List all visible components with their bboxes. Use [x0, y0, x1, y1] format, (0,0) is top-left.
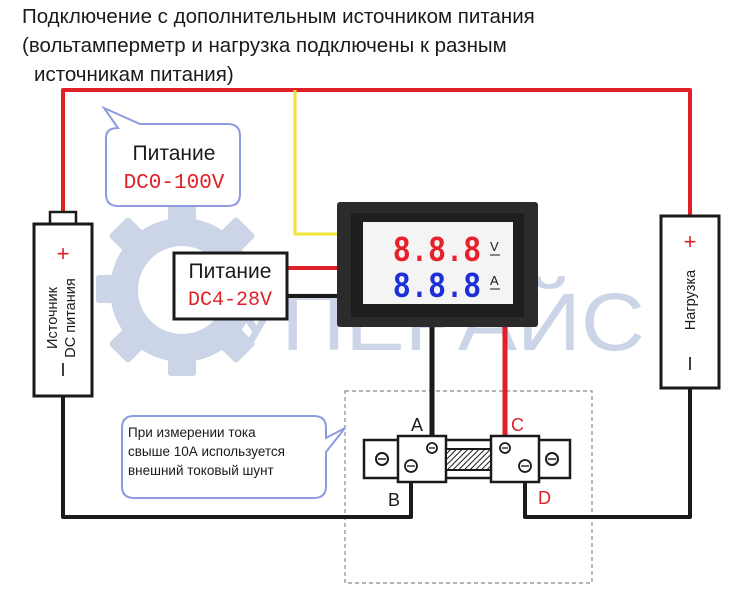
terminal-label-d: D [538, 488, 551, 508]
shunt-zone-outline [344, 390, 593, 584]
shunt-note-callout: При измерении тока свыше 10А используетс… [121, 415, 346, 499]
title-line-1: Подключение с дополнительным источником … [22, 5, 535, 28]
shunt-note-line-3: внешний токовый шунт [128, 463, 274, 478]
terminal-label-b: B [388, 490, 400, 510]
aux-power-box: Питание DC4-28V [172, 251, 289, 321]
load-label: Нагрузка [683, 269, 699, 330]
aux-power-frame [172, 251, 289, 321]
source-plus-sign: + [57, 241, 70, 266]
shunt-note-bubble [121, 415, 346, 499]
callout-power-label: Питание [133, 142, 216, 165]
page-title: Подключение с дополнительным источником … [22, 2, 742, 89]
load: + I Нагрузка [659, 214, 721, 390]
load-minus-sign: I [687, 354, 692, 374]
terminal-label-a: A [411, 415, 423, 435]
load-body [659, 214, 721, 390]
meter-display [363, 222, 513, 304]
aux-power-label: Питание [189, 260, 272, 283]
source-minus-sign: I [60, 360, 65, 380]
title-line-2: (вольтамперметр и нагрузка подключены к … [22, 34, 507, 57]
current-shunt [362, 434, 572, 484]
voltage-digits: 8.8.8 [393, 231, 481, 272]
black-wire-d [523, 389, 692, 519]
dc-source: + I Источник DC питания [32, 210, 94, 398]
wires [61, 88, 692, 519]
voltammeter: 8.8.8 V 8.8.8 A [337, 202, 538, 327]
current-unit: A [490, 273, 499, 288]
current-digits: 8.8.8 [393, 267, 481, 308]
callout-bubble [101, 105, 241, 207]
source-body [32, 222, 94, 398]
terminal-label-c: C [511, 415, 524, 435]
shunt-note-line-1: При измерении тока [128, 425, 256, 440]
voltage-unit: V [490, 239, 499, 254]
load-plus-sign: + [684, 229, 697, 254]
shunt-note-line-2: свыше 10А используется [128, 444, 285, 459]
shunt-block-right [489, 434, 541, 484]
source-label-line-2: DC питания [63, 278, 79, 357]
shunt-block-left [396, 434, 448, 484]
source-label-line-1: Источник [45, 286, 61, 349]
red-wire-top [61, 88, 692, 216]
shunt-resistive-element [445, 448, 492, 471]
black-wire-b [61, 396, 413, 519]
title-line-3: источникам питания) [34, 63, 234, 86]
yellow-wire [293, 90, 338, 236]
callout-power-value: DC0-100V [124, 172, 225, 195]
aux-power-value: DC4-28V [188, 289, 272, 312]
callout-power-meter: Питание DC0-100V [101, 105, 241, 207]
